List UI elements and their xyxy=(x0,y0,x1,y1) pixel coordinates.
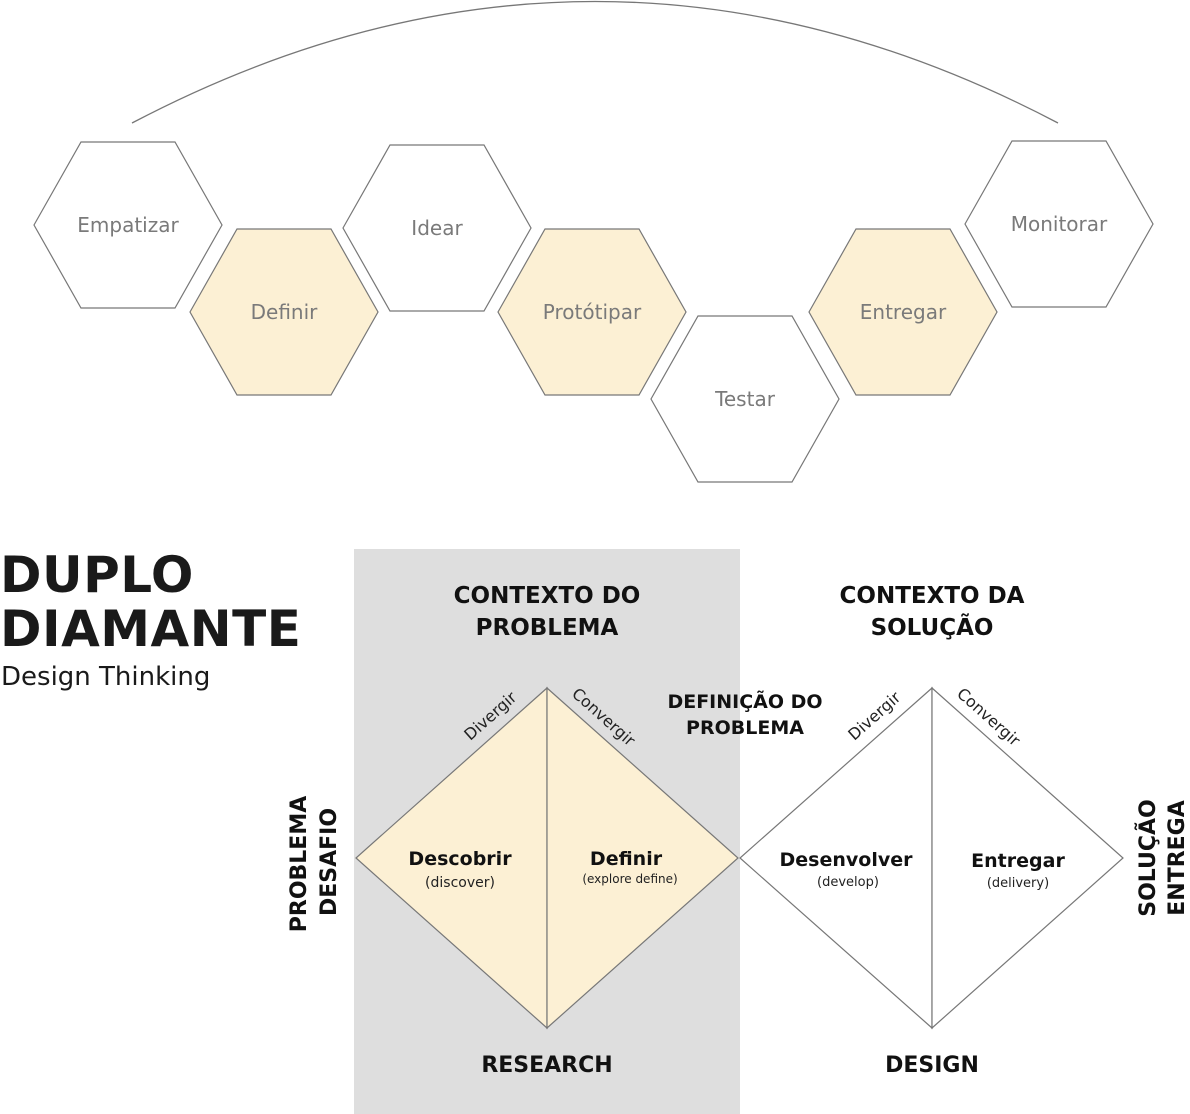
hexagon-label-protótipar: Protótipar xyxy=(543,300,642,324)
hexagon-protótipar xyxy=(497,228,687,396)
hexagon-label-monitorar: Monitorar xyxy=(1011,212,1108,236)
right-label-solution: SOLUÇÃO xyxy=(1135,799,1161,917)
title-line-1: DUPLO xyxy=(0,546,194,604)
hexagon-definir xyxy=(189,228,379,396)
hexagon-monitorar xyxy=(964,140,1154,308)
left-label-challenge: DESAFIO xyxy=(317,808,342,916)
phase-sub-discover: (discover) xyxy=(425,875,495,891)
research-label: RESEARCH xyxy=(481,1053,612,1078)
phase-title-develop: Desenvolver xyxy=(780,849,914,871)
phase-sub-define: (explore define) xyxy=(582,872,677,886)
context-problem: CONTEXTO DO PROBLEMA xyxy=(417,580,677,644)
hexagon-label-definir: Definir xyxy=(251,300,319,324)
hexagon-empatizar xyxy=(33,141,223,309)
problem-definition-line1: DEFINIÇÃO DO xyxy=(667,689,822,713)
left-label-problem: PROBLEMA xyxy=(287,796,312,933)
hexagon-label-empatizar: Empatizar xyxy=(77,213,179,237)
hexagon-entregar xyxy=(808,228,998,396)
process-arc xyxy=(131,0,1059,124)
diamond-deliver xyxy=(931,686,1124,1030)
hexagon-label-entregar: Entregar xyxy=(860,300,947,324)
phase-title-deliver: Entregar xyxy=(971,850,1065,872)
hexagon-testar xyxy=(650,315,840,483)
design-label: DESIGN xyxy=(885,1053,979,1078)
context-solution-line2: SOLUÇÃO xyxy=(870,615,994,641)
phase-sub-develop: (develop) xyxy=(817,875,879,890)
context-problem-line1: CONTEXTO DO xyxy=(453,583,641,609)
title-line-2: DIAMANTE xyxy=(0,600,302,658)
hexagon-label-testar: Testar xyxy=(714,387,776,411)
hexagon-label-idear: Idear xyxy=(411,216,463,240)
context-solution-line1: CONTEXTO DA xyxy=(839,583,1025,609)
double-diamond-subtitle: Design Thinking xyxy=(1,662,211,692)
context-solution: CONTEXTO DA SOLUÇÃO xyxy=(802,580,1062,644)
diamond-define xyxy=(546,686,739,1030)
context-problem-line2: PROBLEMA xyxy=(475,615,619,641)
hexagon-idear xyxy=(342,144,532,312)
double-diamond-title: DUPLO DIAMANTE xyxy=(0,548,301,656)
phase-sub-deliver: (delivery) xyxy=(987,876,1049,891)
phase-title-define: Definir xyxy=(590,848,663,870)
right-label-delivery: ENTREGA xyxy=(1165,800,1190,916)
problem-definition-line2: PROBLEMA xyxy=(686,717,804,739)
phase-title-discover: Descobrir xyxy=(408,848,512,870)
